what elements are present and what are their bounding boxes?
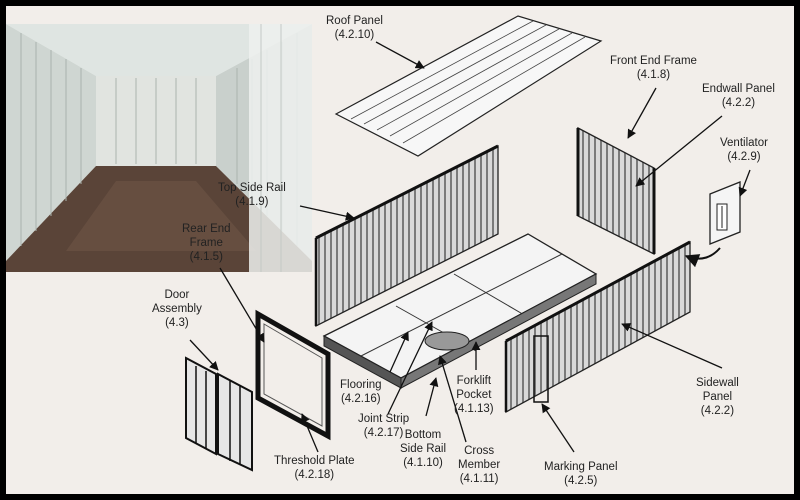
exploded-diagram	[6, 15, 751, 472]
floor-frame-drawing	[322, 233, 598, 389]
front-endwall-drawing	[576, 126, 656, 256]
diagram-canvas: Roof Panel(4.2.10) Front End Frame(4.1.8…	[6, 6, 794, 494]
marking-panel-label: Marking Panel(4.2.5)	[544, 461, 618, 487]
ventilator-label: Ventilator(4.2.9)	[720, 137, 768, 163]
door-assembly-drawing	[185, 356, 253, 472]
rear-end-frame-drawing	[255, 309, 331, 441]
leader-lines	[189, 41, 751, 453]
threshold-plate-label: Threshold Plate(4.2.18)	[274, 455, 355, 481]
joint-strip-label: Joint Strip(4.2.17)	[358, 413, 410, 439]
container-interior-photo	[6, 24, 312, 272]
right-sidewall-drawing	[504, 240, 691, 414]
roof-panel-drawing	[334, 15, 603, 157]
front-end-frame-label: Front End Frame(4.1.8)	[610, 55, 697, 81]
roof-panel-label: Roof Panel(4.2.10)	[326, 15, 383, 41]
flooring-label: Flooring(4.2.16)	[340, 379, 382, 405]
left-sidewall-drawing	[314, 144, 499, 328]
endwall-panel-label: Endwall Panel(4.2.2)	[702, 83, 775, 109]
ventilator-detail	[684, 181, 741, 268]
top-side-rail-label: Top Side Rail(4.1.9)	[218, 182, 286, 208]
